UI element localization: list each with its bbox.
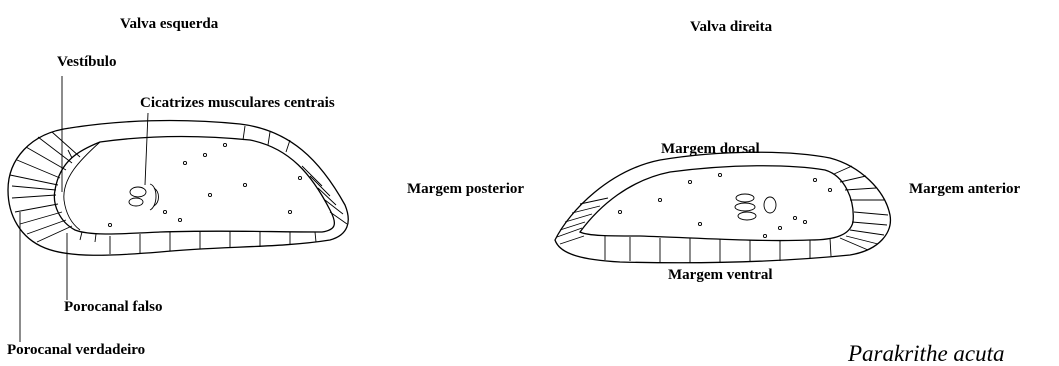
left-valve-title: Valva esquerda [120, 17, 218, 32]
left-valve-outline [8, 121, 348, 256]
right-pores [618, 173, 831, 237]
left-valve-drawing [8, 121, 348, 256]
leader-muscle-scars [145, 113, 148, 185]
right-valve-drawing [555, 152, 890, 263]
left-ventral-lines [110, 231, 316, 254]
left-right-end-canals [302, 166, 347, 224]
right-valve-inner-margin [580, 166, 853, 241]
species-name: Parakrithe acuta [848, 342, 1005, 365]
right-right-end-canals [834, 166, 888, 250]
right-muscle-scars [735, 194, 776, 220]
anterior-margin-label: Margem anterior [909, 182, 1020, 197]
left-valve-inner-margin [54, 136, 334, 234]
muscle-scars-label: Cicatrizes musculares centrais [140, 96, 335, 111]
dorsal-margin-label: Margem dorsal [661, 142, 760, 157]
left-muscle-scars [129, 184, 159, 210]
posterior-margin-label: Margem posterior [407, 182, 524, 197]
false-pore-canal-label: Porocanal falso [64, 300, 162, 315]
right-left-end-canals [557, 198, 608, 244]
ventral-margin-label: Margem ventral [668, 268, 773, 283]
right-valve-title: Valva direita [690, 20, 772, 35]
true-pore-canal-label: Porocanal verdadeiro [7, 343, 145, 358]
vestibule-label: Vestíbulo [57, 55, 116, 70]
left-vestibule-line [64, 142, 100, 230]
left-pores [108, 143, 301, 226]
left-radial-canals [10, 132, 80, 242]
